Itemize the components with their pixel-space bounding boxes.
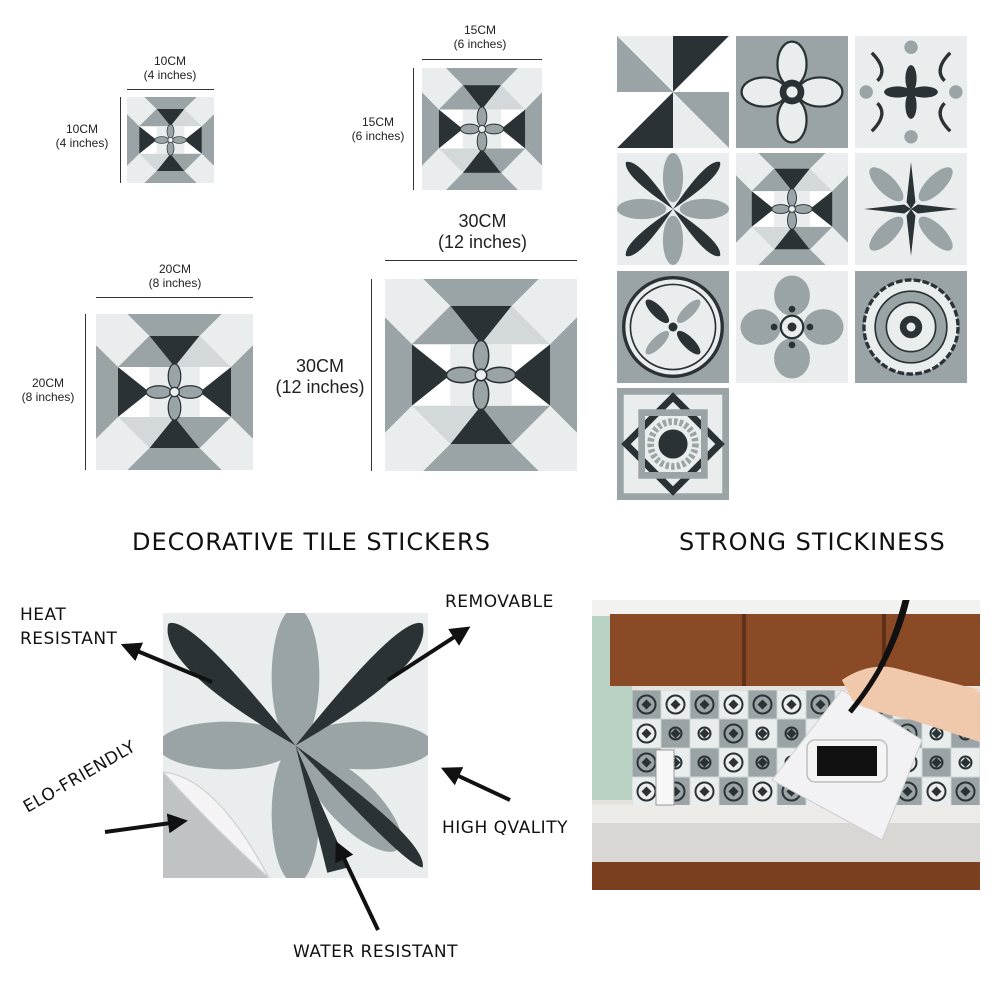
backsplash-tile xyxy=(632,690,661,719)
size-20-width-line xyxy=(96,297,253,298)
size-15-width-cm: 15CM xyxy=(463,23,496,37)
size-15-width-label: 15CM (6 inches) xyxy=(435,23,525,52)
size-30-width-cm: 30CM xyxy=(458,211,507,231)
feature-heat-line1: HEAT xyxy=(20,605,67,625)
tile-15cm xyxy=(422,68,542,190)
size-10-height-line xyxy=(120,97,121,183)
backsplash-tile xyxy=(719,719,748,748)
backsplash-tile xyxy=(719,748,748,777)
size-15-height-cm: 15CM xyxy=(361,115,394,129)
backsplash-tile xyxy=(748,719,777,748)
backsplash-tile xyxy=(690,748,719,777)
size-30-height-in: (12 inches) xyxy=(275,376,365,397)
backsplash-tile xyxy=(951,777,980,805)
feature-removable: REMOVABLE xyxy=(445,592,554,612)
backsplash-tile xyxy=(690,690,719,719)
size-20-height-line xyxy=(85,314,86,470)
size-15-height-line xyxy=(413,68,414,190)
size-10-width-line xyxy=(127,89,214,90)
heading-strong-stickiness: STRONG STICKINESS xyxy=(679,528,946,556)
size-15-width-in: (6 inches) xyxy=(453,36,507,51)
size-30-width-label: 30CM (12 inches) xyxy=(400,211,565,252)
size-10-width-cm: 10CM xyxy=(153,54,186,68)
feature-heat-line2: RESISTANT xyxy=(20,629,118,649)
pattern-leaf-star-icon xyxy=(855,153,967,265)
arrow-removable-icon xyxy=(386,626,471,682)
feature-water-resistant: WATER RESISTANT xyxy=(293,942,458,962)
size-30-height-cm: 30CM xyxy=(295,356,344,376)
pattern-petal-flower-icon xyxy=(617,153,729,265)
size-20-height-label: 20CM (8 inches) xyxy=(8,376,88,405)
size-20-width-label: 20CM (8 inches) xyxy=(130,262,220,291)
feature-heat-resistant: HEAT RESISTANT xyxy=(20,603,117,651)
size-20-width-in: (8 inches) xyxy=(148,275,202,290)
arrow-eco-icon xyxy=(104,813,188,834)
backsplash-tile xyxy=(690,719,719,748)
backsplash-tile xyxy=(748,748,777,777)
pattern-butterfly-flower-icon xyxy=(736,36,848,148)
pattern-knot-icon xyxy=(617,388,729,500)
backsplash-tile xyxy=(632,719,661,748)
size-10-width-in: (4 inches) xyxy=(143,67,197,82)
backsplash-tile xyxy=(719,777,748,805)
backsplash-tile xyxy=(922,748,951,777)
backsplash-tile xyxy=(661,719,690,748)
pattern-grid xyxy=(617,36,967,502)
backsplash-tile xyxy=(951,748,980,777)
feature-arrows xyxy=(104,626,511,931)
pattern-acanthus-icon xyxy=(736,271,848,383)
size-10-height-cm: 10CM xyxy=(65,122,98,136)
heading-decorative-tile-stickers: DECORATIVE TILE STICKERS xyxy=(132,528,491,556)
size-30-height-label: 30CM (12 inches) xyxy=(265,356,375,397)
feature-flower-tile xyxy=(163,613,428,878)
size-10-width-label: 10CM (4 inches) xyxy=(125,54,215,83)
arrow-water-icon xyxy=(335,840,380,931)
tile-10cm xyxy=(127,97,214,183)
backsplash-tile xyxy=(748,690,777,719)
kitchen-overlay xyxy=(655,600,980,841)
arrow-heat-icon xyxy=(120,642,213,684)
backsplash-tile xyxy=(690,777,719,805)
backsplash-tile xyxy=(719,690,748,719)
backsplash-tile xyxy=(748,777,777,805)
tile-30cm xyxy=(385,279,577,471)
size-20-width-cm: 20CM xyxy=(158,262,191,276)
pattern-pinwheel-icon xyxy=(617,36,729,148)
pattern-ornament-icon xyxy=(855,36,967,148)
size-10-height-label: 10CM (4 inches) xyxy=(42,122,122,151)
size-15-height-in: (6 inches) xyxy=(351,128,405,143)
pattern-octagon-icon xyxy=(736,153,848,265)
backsplash-tile xyxy=(661,690,690,719)
backsplash-tile xyxy=(922,777,951,805)
size-30-width-in: (12 inches) xyxy=(437,231,528,252)
size-20-height-in: (8 inches) xyxy=(21,389,75,404)
pattern-medallion-icon xyxy=(855,271,967,383)
arrow-quality-icon xyxy=(440,767,511,802)
size-30-height-line xyxy=(371,279,372,471)
size-15-width-line xyxy=(422,59,542,60)
size-30-width-line xyxy=(385,260,577,261)
size-15-height-label: 15CM (6 inches) xyxy=(338,115,418,144)
tile-20cm xyxy=(96,314,253,470)
backsplash-tile xyxy=(777,690,806,719)
size-20-height-cm: 20CM xyxy=(31,376,64,390)
feature-high-quality: HIGH QVALITY xyxy=(442,818,568,838)
pattern-circle-flower-icon xyxy=(617,271,729,383)
size-10-height-in: (4 inches) xyxy=(55,135,109,150)
